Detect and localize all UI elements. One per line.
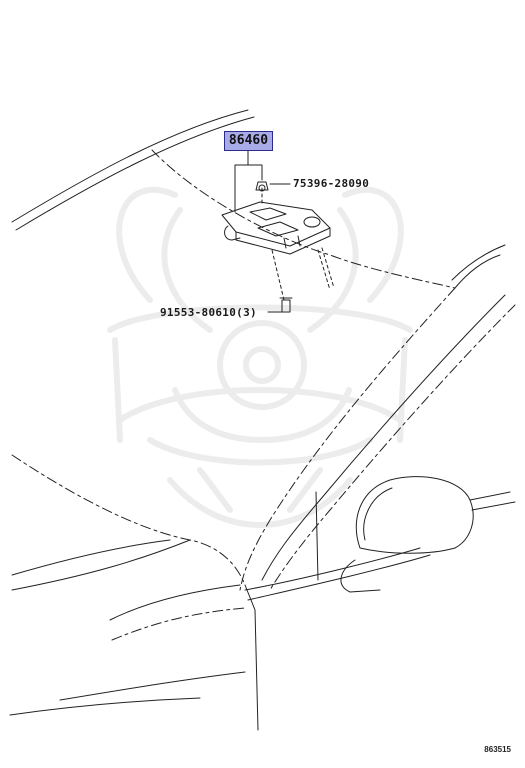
pillar-top-line [454, 254, 501, 289]
roof-edge-line [11, 109, 249, 223]
pillar-top-line-2 [451, 244, 506, 281]
belt-line [244, 547, 421, 591]
a-pillar-outer [261, 294, 506, 581]
main-part-number[interactable]: 86460 [224, 131, 273, 151]
mirror-arm [469, 491, 511, 501]
side-mirror-inner [363, 487, 393, 541]
fender-line-2 [9, 697, 201, 716]
belt-line-2 [247, 554, 431, 601]
body-curve [109, 584, 241, 621]
nut-part-number[interactable]: 75396-28090 [293, 177, 370, 190]
a-pillar-outer-dashed [269, 304, 516, 591]
hood-line-2 [11, 539, 171, 576]
bolt-dashed-leader [271, 249, 285, 301]
door-front-edge [244, 584, 259, 731]
bolt-part-number[interactable]: 91553-80610(3) [160, 306, 257, 319]
dash-line [11, 454, 246, 586]
a-pillar-dashed [239, 287, 456, 591]
mount-dashed-leaders [317, 247, 335, 291]
side-mirror [355, 476, 474, 554]
mirror-base [340, 559, 381, 593]
body-curve-dashed [111, 607, 246, 641]
windshield-top-dashed [151, 149, 456, 289]
roof-edge-line-inner [15, 116, 255, 231]
door-sash [315, 491, 319, 581]
samurai-helmet-watermark [107, 186, 413, 528]
hood-line [11, 539, 191, 591]
mirror-arm-2 [471, 501, 516, 511]
illustration-code: 863515 [484, 745, 511, 754]
main-part-leader [234, 150, 263, 213]
fender-line [59, 671, 246, 701]
sensor-bracket-assembly [221, 181, 331, 313]
